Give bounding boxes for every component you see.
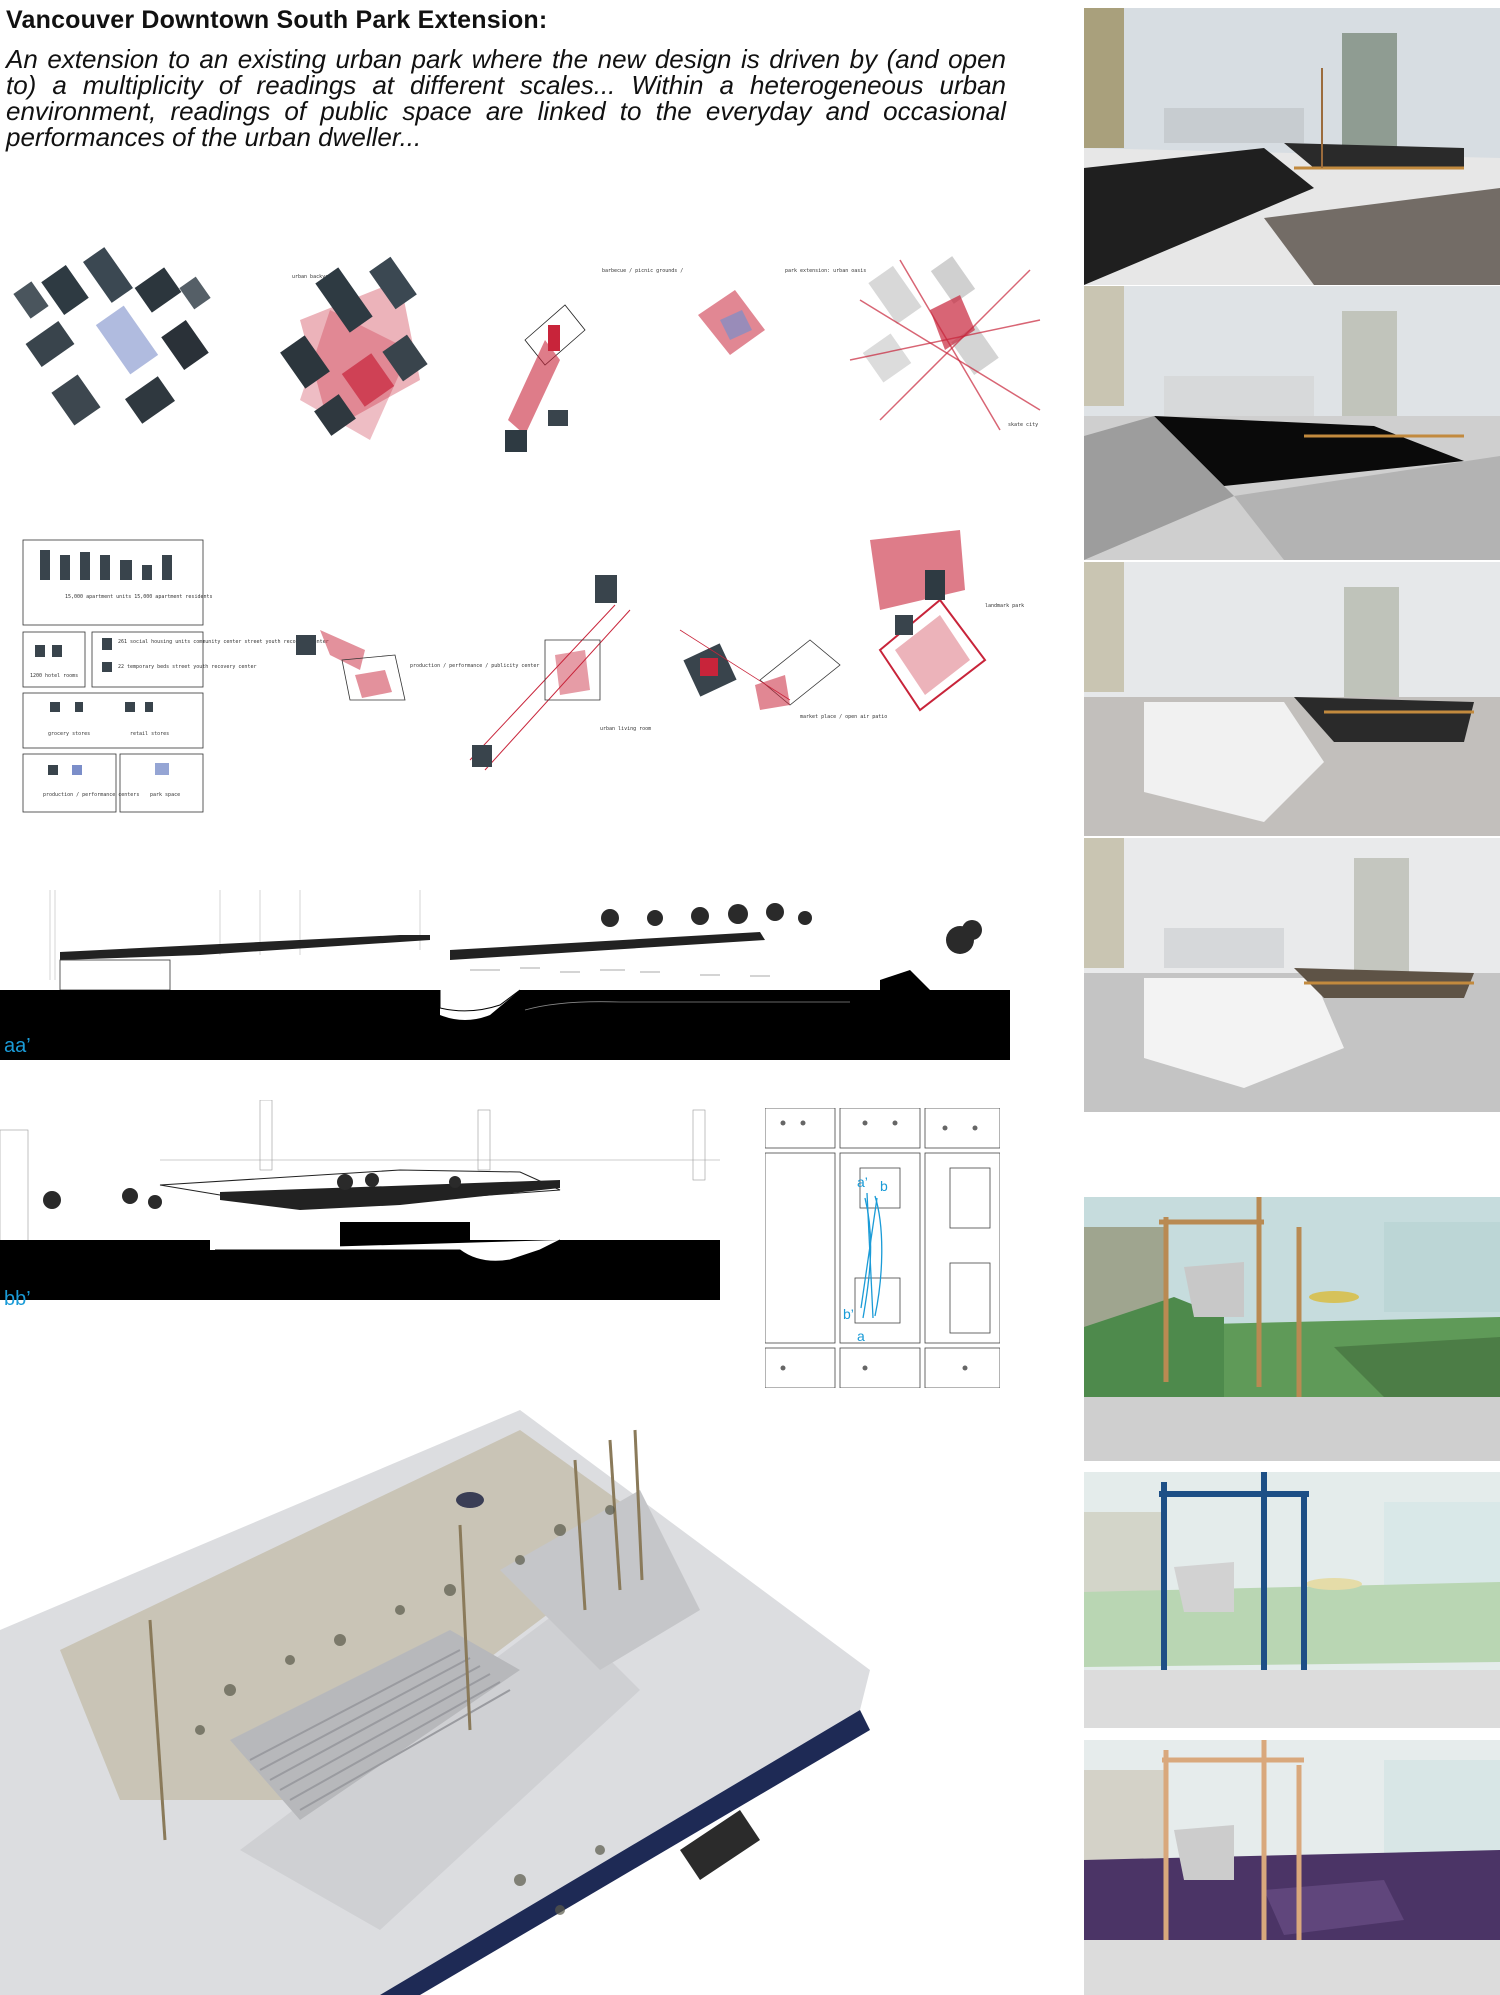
site-plan-marker-b-prime: b’ (843, 1306, 854, 1322)
label-market-place: market place / open air patio (800, 714, 887, 720)
legend-production-centers: production / performance centers (43, 792, 139, 798)
site-plan-marker-b: b (880, 1178, 888, 1194)
concept-diagrams: urban backyard barbecue / picnic grounds… (13, 247, 1041, 813)
render-skate-plaza-1 (1084, 8, 1500, 285)
section-aa-drawing (0, 890, 1010, 1060)
physical-model-photo (0, 1410, 870, 1995)
urban-backyard-cluster: urban backyard (280, 256, 428, 440)
skate-city-diagram: skate city (849, 256, 1041, 431)
site-plan-drawing (764, 1107, 1001, 1389)
legend-retail: retail stores (130, 731, 169, 737)
page-title: Vancouver Downtown South Park Extension: (6, 6, 548, 34)
urban-living-room-diagram: urban living room (469, 575, 651, 771)
site-plan: a’ b b’ a (764, 1107, 1001, 1389)
render-blue-frame (1084, 1472, 1500, 1728)
legend-park-space: park space (150, 792, 180, 798)
label-urban-backyard: urban backyard (292, 274, 334, 280)
render-skate-plaza-2 (1084, 286, 1500, 560)
site-buildings-cluster (13, 247, 211, 426)
landmark-park-diagram: landmark park (870, 530, 1024, 712)
page-subtitle: An extension to an existing urban park w… (6, 44, 1006, 152)
market-place-diagram: market place / open air patio (679, 629, 887, 720)
render-green-terraces (1084, 1197, 1500, 1461)
label-barbecue: barbecue / picnic grounds / (602, 268, 683, 274)
label-urban-living-room: urban living room (600, 726, 651, 732)
label-landmark-park: landmark park (985, 603, 1024, 609)
legend-social-housing: 261 social housing units community cente… (118, 639, 329, 645)
legend-temporary-beds: 22 temporary beds street youth recovery … (118, 664, 256, 670)
park-extension-diagram: park extension: urban oasis (698, 268, 866, 355)
render-skate-plaza-3 (1084, 562, 1500, 836)
program-legend: 15,000 apartment units 15,000 apartment … (22, 539, 329, 813)
render-skate-plaza-4 (1084, 838, 1500, 1112)
label-park-extension: park extension: urban oasis (785, 268, 866, 274)
label-skate-city: skate city (1008, 422, 1038, 428)
site-plan-marker-a: a (857, 1328, 865, 1344)
legend-grocery: grocery stores (48, 731, 90, 737)
legend-apartments: 15,000 apartment units 15,000 apartment … (65, 594, 213, 600)
label-production: production / performance / publicity cen… (410, 663, 539, 669)
site-plan-marker-a-prime: a’ (857, 1174, 868, 1190)
section-bb-label: bb’ (4, 1288, 31, 1310)
section-bb-drawing (0, 1100, 720, 1300)
legend-hotel-rooms: 1200 hotel rooms (30, 673, 78, 679)
render-purple-ground (1084, 1740, 1500, 1995)
barbecue-diagram: barbecue / picnic grounds / (505, 268, 683, 452)
section-aa-label: aa’ (4, 1035, 31, 1057)
production-diagram: production / performance / publicity cen… (296, 630, 539, 701)
